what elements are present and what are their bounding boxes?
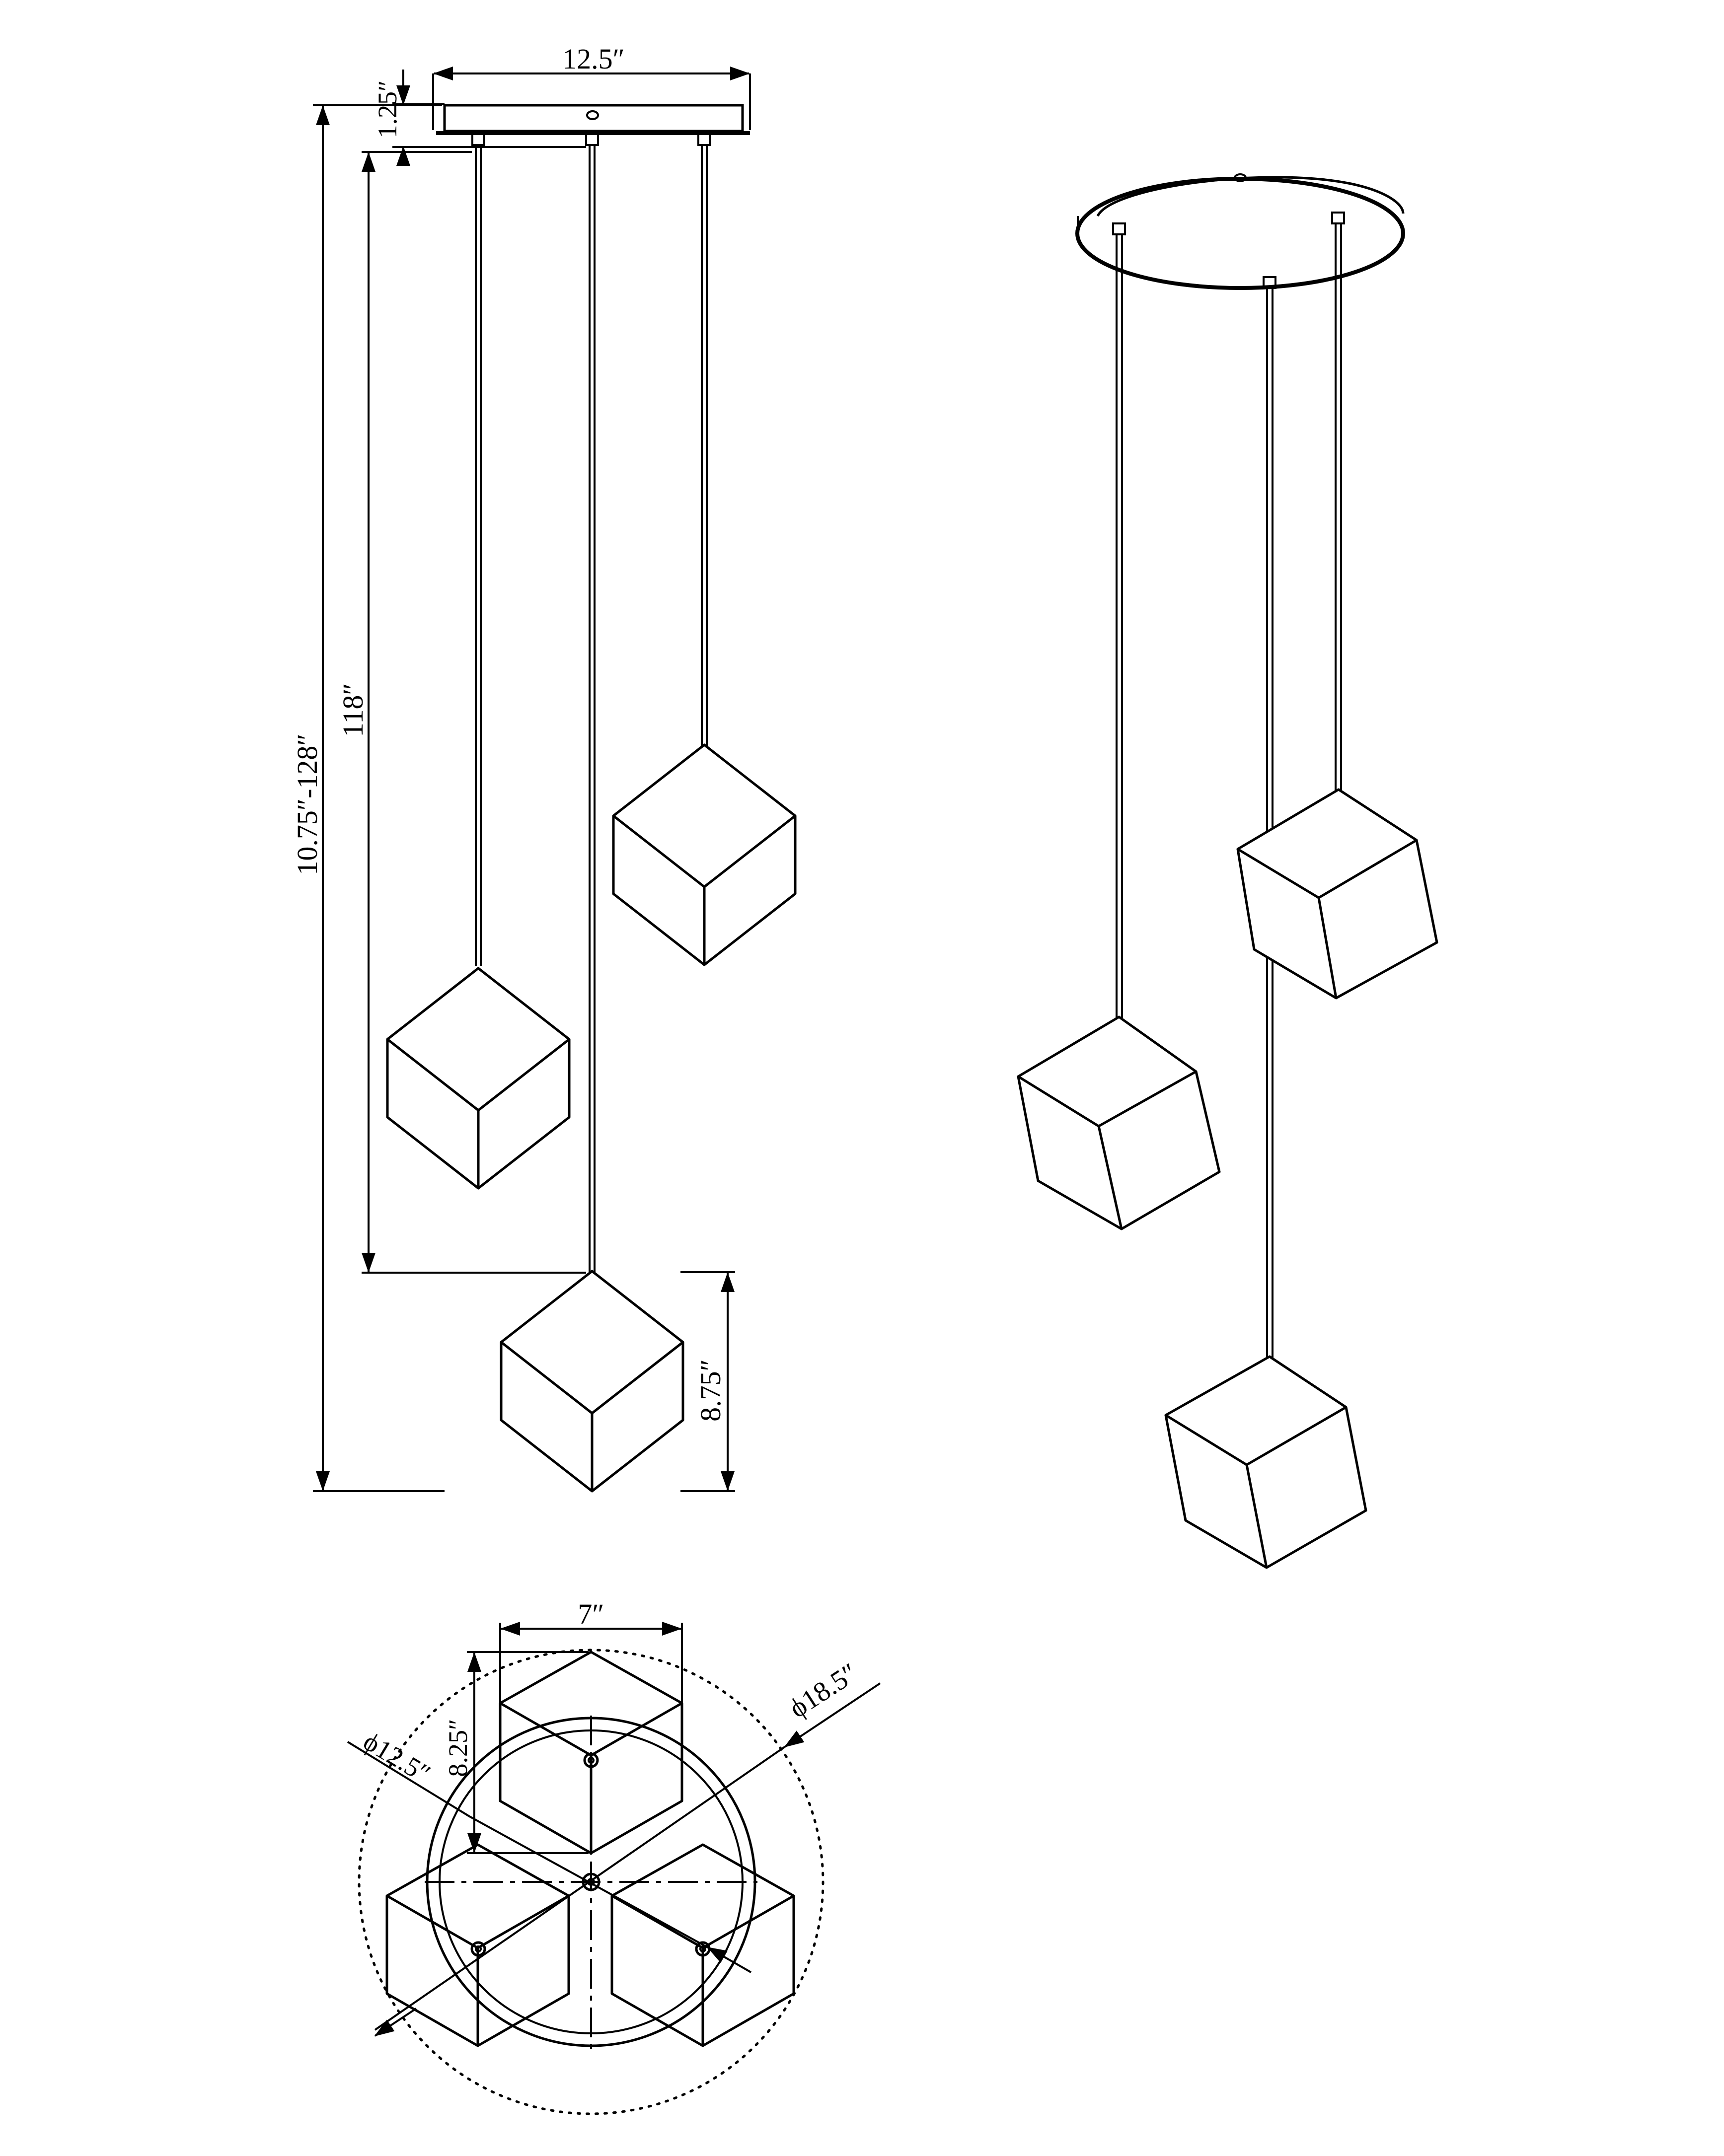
dim-cord-length: 118″ [337, 151, 586, 1274]
plan-view: 7″ 8.25″ ϕ12.5″ ϕ18.5″ [347, 1598, 881, 2115]
cube-shade-right [612, 743, 797, 966]
front-elevation: 12.5″ 1.25″ 118″ 10.75″-128″ [291, 43, 797, 1493]
perspective-cords [1116, 223, 1342, 1358]
label-shade-height: 8.75″ [694, 1359, 727, 1422]
perspective-view [1017, 173, 1438, 1569]
label-shade-width: 7″ [578, 1598, 604, 1630]
dim-shade-height: 8.75″ [680, 1271, 735, 1492]
dim-canopy-height: 1.25″ [373, 70, 586, 166]
canopy-front [436, 104, 750, 146]
dim-overall-height: 10.75″-128″ [291, 104, 445, 1492]
perspective-cube-left [1017, 1015, 1221, 1230]
label-canopy-width: 12.5″ [562, 43, 625, 75]
label-canopy-diameter: ϕ12.5″ [358, 1726, 436, 1789]
mounting-points [470, 1752, 711, 1957]
overall-diameter-outline [358, 1649, 825, 2115]
pendant-cords [475, 145, 708, 1273]
dim-canopy-width: 12.5″ [432, 43, 751, 130]
label-cord-length: 118″ [337, 683, 369, 737]
label-overall-diameter: ϕ18.5″ [784, 1657, 863, 1724]
perspective-cube-bottom [1164, 1355, 1367, 1569]
cube-shade-left [386, 967, 571, 1190]
label-shade-depth: 8.25″ [443, 1719, 473, 1777]
label-canopy-height: 1.25″ [373, 80, 402, 139]
cube-shade-center [500, 1270, 684, 1493]
perspective-cube-right [1236, 788, 1438, 1000]
canopy-perspective [1075, 173, 1405, 290]
dim-shade-width: 7″ [499, 1598, 683, 1703]
label-overall-height: 10.75″-128″ [291, 733, 323, 875]
